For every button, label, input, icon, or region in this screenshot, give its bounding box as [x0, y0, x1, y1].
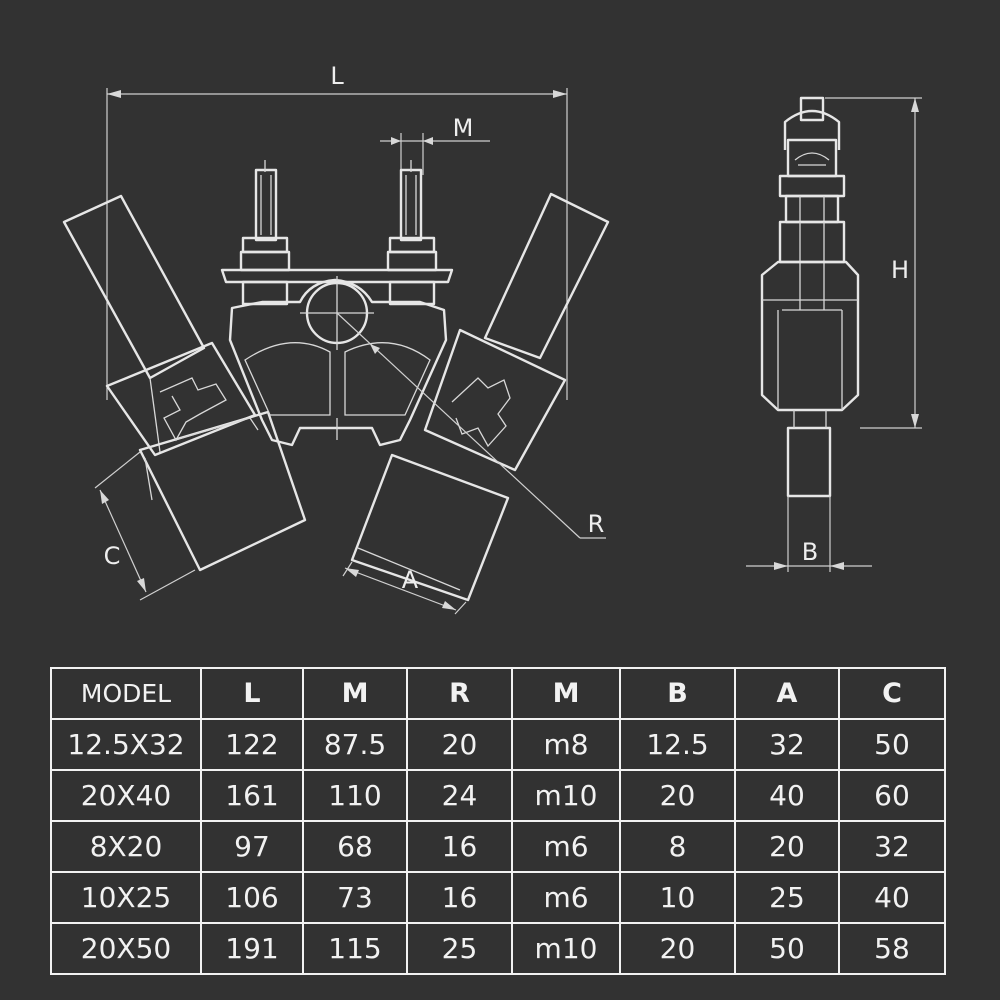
table-cell: 73 [302, 871, 408, 924]
dimension-label-c: C [104, 542, 121, 570]
table-cell: 115 [302, 922, 408, 975]
table-cell: 40 [838, 871, 946, 924]
table-cell: 16 [406, 820, 513, 873]
dimension-label-m: M [453, 114, 474, 142]
table-cell: m10 [511, 922, 621, 975]
table-cell: 32 [734, 718, 840, 771]
table-cell: 50 [838, 718, 946, 771]
table-cell: m8 [511, 718, 621, 771]
table-cell: 12.5X32 [50, 718, 202, 771]
dimension-label-a: A [402, 566, 419, 594]
column-header-a: A [734, 667, 840, 720]
table-cell: 20 [619, 769, 736, 822]
table-cell: 8X20 [50, 820, 202, 873]
column-header-l: L [200, 667, 304, 720]
column-header-m: M [302, 667, 408, 720]
table-cell: 161 [200, 769, 304, 822]
table-cell: 25 [734, 871, 840, 924]
front-view: L M [62, 62, 610, 615]
table-cell: 16 [406, 871, 513, 924]
dimension-label-h: H [891, 256, 909, 284]
table-cell: m6 [511, 871, 621, 924]
side-view: H B [746, 96, 922, 572]
table-row: 10X25 106 73 16 m6 10 25 40 [50, 871, 946, 924]
table-cell: 32 [838, 820, 946, 873]
table-header-row: MODEL L M R M B A C [50, 667, 946, 720]
table-cell: 58 [838, 922, 946, 975]
table-cell: 122 [200, 718, 304, 771]
table-row: 20X50 191 115 25 m10 20 50 58 [50, 922, 946, 975]
column-header-r: R [406, 667, 513, 720]
table-cell: 25 [406, 922, 513, 975]
table-cell: 20X50 [50, 922, 202, 975]
table-row: 8X20 97 68 16 m6 8 20 32 [50, 820, 946, 873]
dimension-label-r: R [588, 510, 605, 538]
column-header-c: C [838, 667, 946, 720]
column-header-b: B [619, 667, 736, 720]
table-cell: 10X25 [50, 871, 202, 924]
table-cell: 106 [200, 871, 304, 924]
connector-technical-drawing: L M [62, 62, 922, 615]
table-cell: 20 [406, 718, 513, 771]
column-header-model: MODEL [50, 667, 202, 720]
table-cell: 40 [734, 769, 840, 822]
dimension-label-l: L [330, 62, 344, 90]
table-cell: m10 [511, 769, 621, 822]
table-cell: 87.5 [302, 718, 408, 771]
table-cell: m6 [511, 820, 621, 873]
table-cell: 12.5 [619, 718, 736, 771]
table-cell: 24 [406, 769, 513, 822]
table-cell: 97 [200, 820, 304, 873]
table-cell: 60 [838, 769, 946, 822]
table-cell: 20 [734, 820, 840, 873]
table-row: 20X40 161 110 24 m10 20 40 60 [50, 769, 946, 822]
table-cell: 50 [734, 922, 840, 975]
column-header-m-thread: M [511, 667, 621, 720]
table-cell: 110 [302, 769, 408, 822]
specification-table: MODEL L M R M B A C 12.5X32 122 87.5 20 … [50, 667, 946, 975]
table-cell: 10 [619, 871, 736, 924]
table-cell: 8 [619, 820, 736, 873]
table-row: 12.5X32 122 87.5 20 m8 12.5 32 50 [50, 718, 946, 771]
table-cell: 20X40 [50, 769, 202, 822]
table-cell: 68 [302, 820, 408, 873]
table-cell: 191 [200, 922, 304, 975]
dimension-label-b: B [802, 538, 818, 566]
table-cell: 20 [619, 922, 736, 975]
